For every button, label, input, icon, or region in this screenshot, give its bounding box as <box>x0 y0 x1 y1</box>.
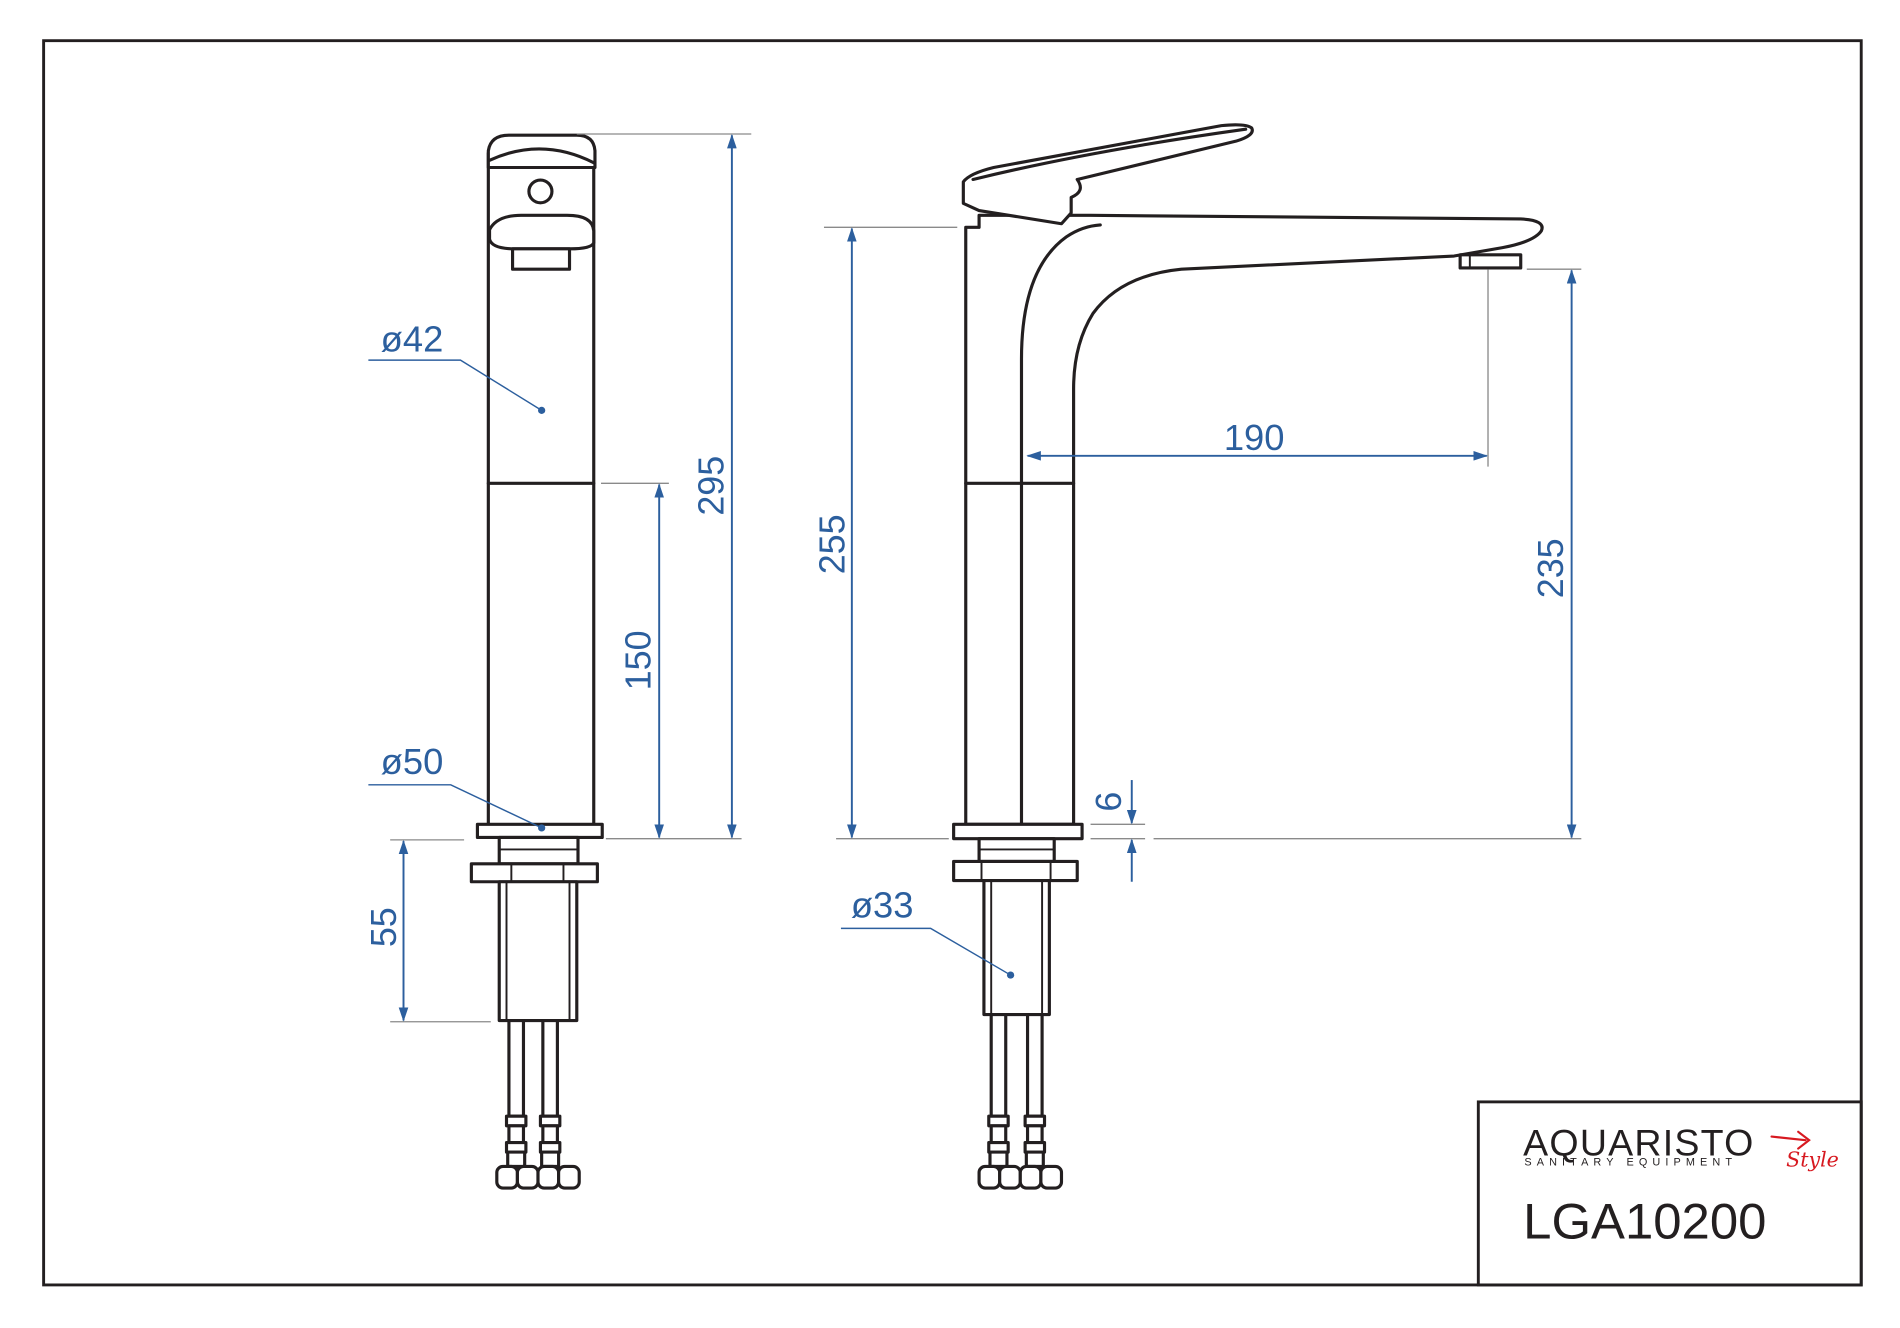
side-view: 255 190 235 6 ø33 <box>811 123 1582 1190</box>
dim-label-spout-height: 255 <box>811 514 852 574</box>
front-cap-top-edge <box>487 147 596 165</box>
dim-label-body-height: 150 <box>617 630 658 690</box>
side-hoses <box>977 1012 1064 1190</box>
front-cartridge-circle <box>527 178 554 205</box>
dim-label-shank-diameter: ø33 <box>851 885 914 926</box>
hose-nut <box>1039 1164 1064 1190</box>
dim-shank-diameter: ø33 <box>840 885 1015 979</box>
side-lever-handle <box>961 123 1254 226</box>
dim-label-base-diameter: ø50 <box>381 741 444 782</box>
dim-spout-height: 255 <box>811 226 958 840</box>
brand-tagline: SANITARY EQUIPMENT <box>1524 1156 1737 1168</box>
brand-wordmark: AQUARISTO <box>1523 1122 1754 1164</box>
side-spout-body <box>964 213 1544 826</box>
brand-logo: AQUARISTO SANITARY EQUIPMENT Style <box>1523 1122 1839 1172</box>
front-washer <box>469 862 599 884</box>
dim-outlet-height: 235 <box>1153 268 1582 840</box>
brand-arrow-icon <box>1770 1130 1811 1150</box>
dim-handle-diameter: ø42 <box>368 319 546 414</box>
dim-spout-reach: 190 <box>1026 269 1489 467</box>
front-cap <box>486 133 597 170</box>
front-hoses <box>495 1018 581 1190</box>
hose-nut <box>998 1164 1022 1190</box>
hose-nut <box>557 1164 581 1190</box>
product-code: LGA10200 <box>1523 1193 1766 1250</box>
side-spout-inner-curve <box>1019 223 1102 826</box>
dim-body-height: 150 <box>601 482 669 839</box>
dim-label-total-height: 295 <box>690 456 731 516</box>
front-lever-stem <box>510 247 572 271</box>
dim-label-base-thickness: 6 <box>1088 792 1129 812</box>
hose-nut <box>495 1164 519 1190</box>
drawing-border <box>42 39 1863 1287</box>
hose-nut <box>515 1164 540 1190</box>
dim-label-outlet-height: 235 <box>1530 538 1571 598</box>
side-aerator <box>1458 253 1523 270</box>
front-shank <box>497 880 579 1023</box>
title-block: AQUARISTO SANITARY EQUIPMENT Style LGA10… <box>1476 1100 1863 1287</box>
dim-total-height: 295 <box>576 133 752 840</box>
front-view: ø42 295 150 ø50 55 <box>363 133 752 1190</box>
side-washer <box>952 859 1079 883</box>
brand-script: Style <box>1786 1148 1839 1172</box>
dim-shank-length: 55 <box>363 839 491 1023</box>
dim-label-handle-diameter: ø42 <box>381 319 444 360</box>
side-shank <box>982 878 1051 1017</box>
front-lever-base <box>487 213 596 251</box>
side-base-plate <box>952 822 1084 841</box>
side-lever-edge <box>971 127 1248 182</box>
dim-label-spout-reach: 190 <box>1224 417 1285 458</box>
hose-nut <box>1018 1164 1043 1190</box>
title-block-frame <box>1476 1100 1863 1287</box>
front-collar <box>497 835 580 866</box>
dim-base-thickness: 6 <box>1088 780 1146 882</box>
hose-nut <box>536 1164 561 1190</box>
dim-label-shank-length: 55 <box>363 907 404 947</box>
hose-nut <box>977 1164 1002 1190</box>
dim-base-diameter: ø50 <box>368 741 546 832</box>
